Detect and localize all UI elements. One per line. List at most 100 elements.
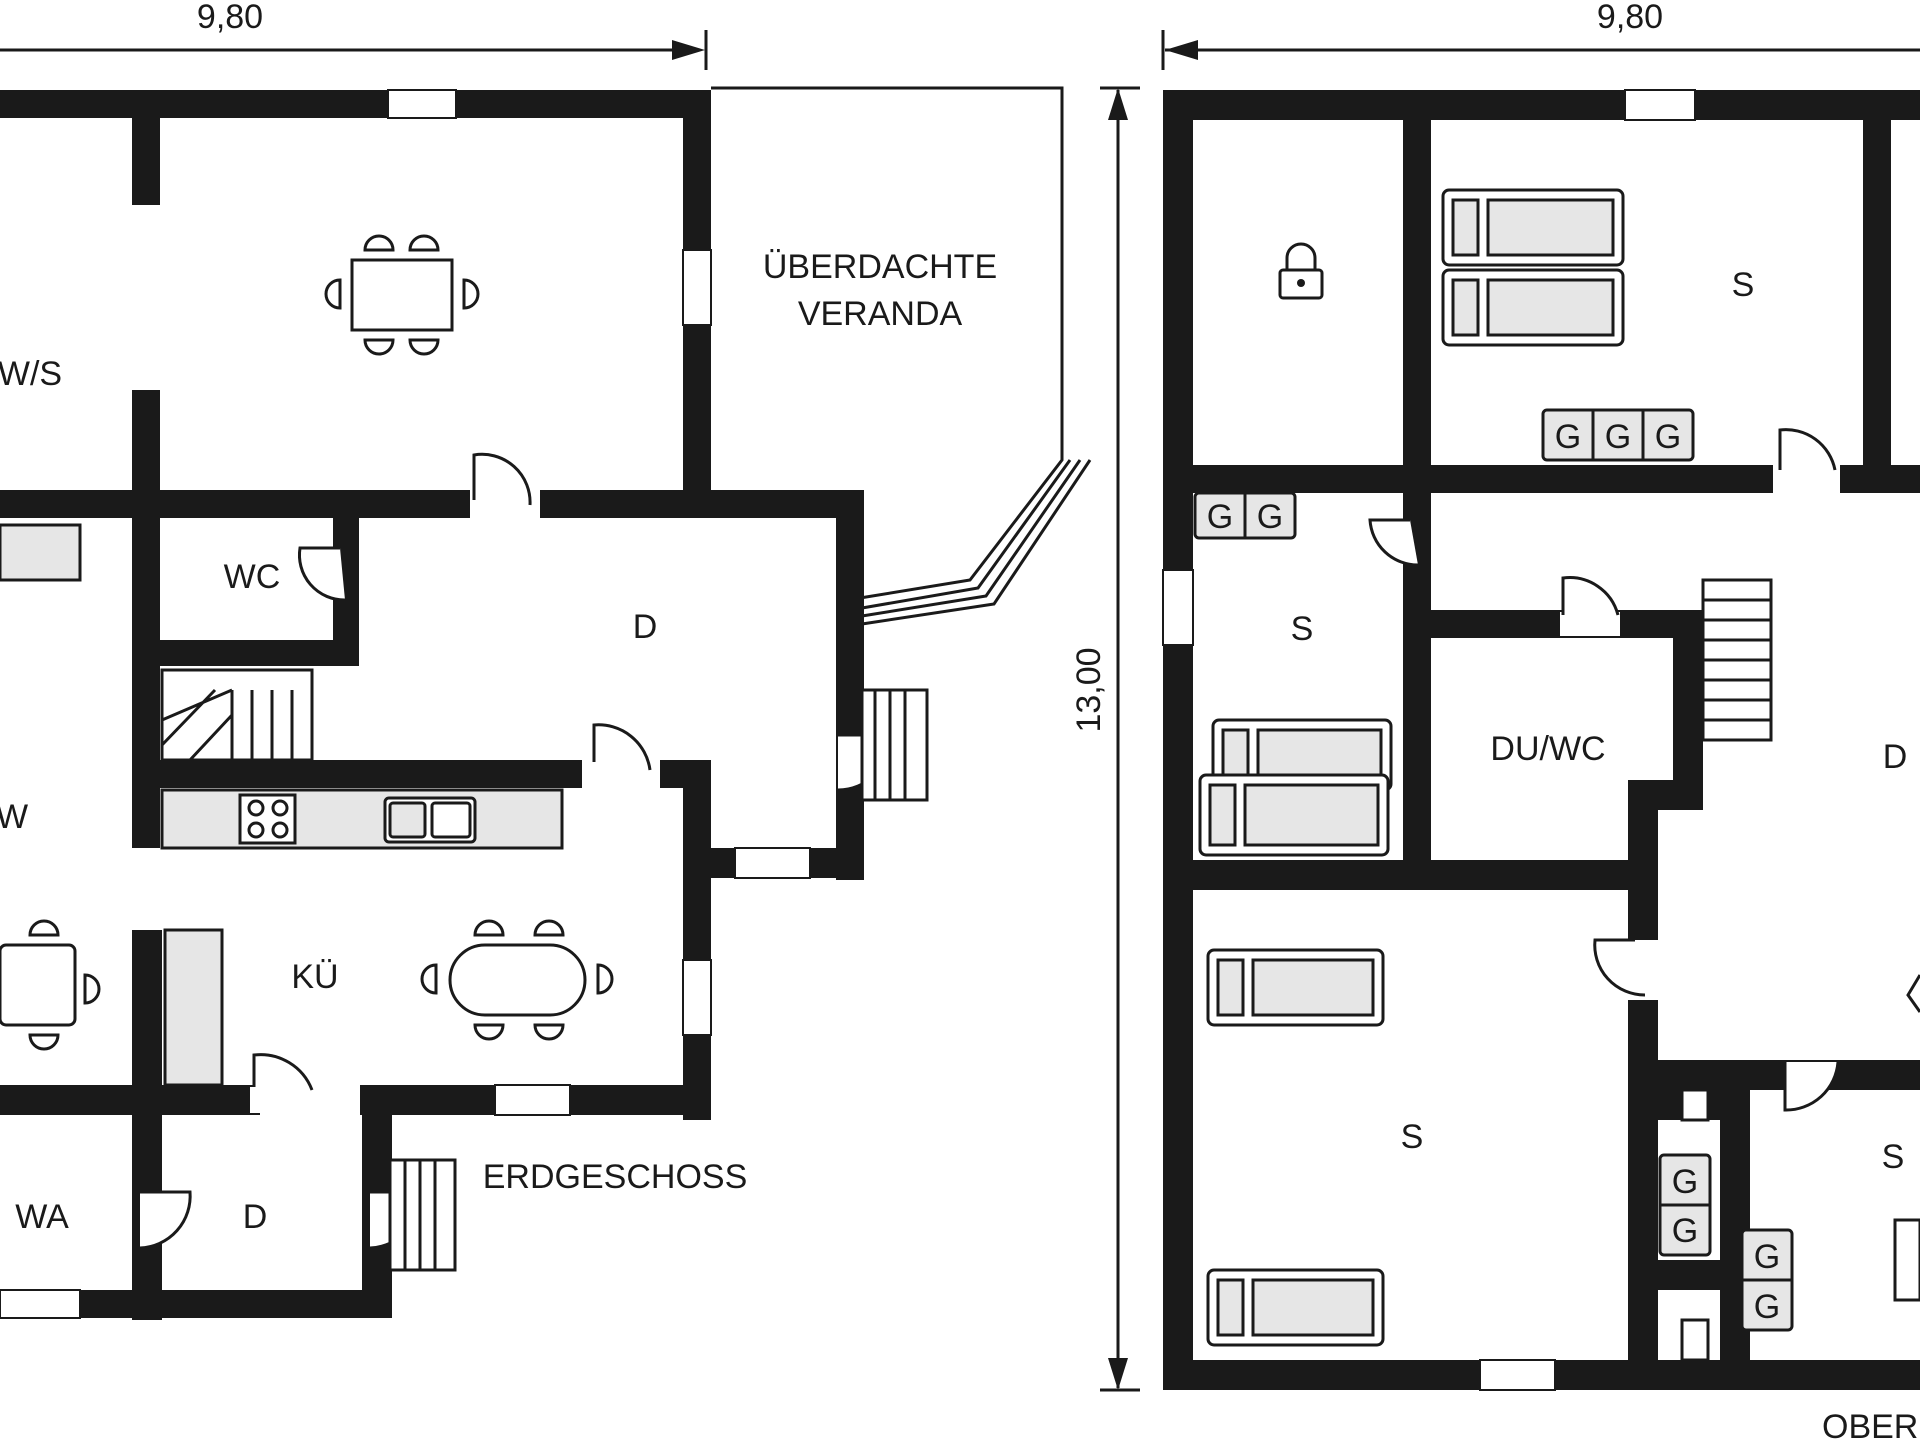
wardrobe-label: G	[1672, 1163, 1698, 1201]
room-label: ÜBERDACHTE	[763, 248, 997, 286]
bed	[1198, 773, 1390, 857]
wall	[660, 760, 710, 788]
wall	[132, 640, 359, 666]
wall	[1658, 1260, 1720, 1290]
floor-title: OBERGESCHOSS	[1822, 1408, 1920, 1440]
entry-steps	[860, 688, 929, 802]
dimension-label: 9,80	[197, 0, 263, 36]
wall	[1720, 1060, 1750, 1390]
bed	[1206, 948, 1385, 1027]
stove-icon	[238, 793, 297, 845]
window	[494, 1084, 571, 1116]
door	[1783, 1061, 1840, 1112]
wall	[1163, 465, 1773, 493]
wardrobe-label: G	[1605, 418, 1631, 456]
wall	[1403, 610, 1703, 638]
door	[1368, 518, 1419, 567]
wall	[0, 90, 710, 118]
sofa	[0, 523, 82, 582]
wardrobe-group: G G	[1193, 491, 1297, 540]
wardrobe-label: G	[1257, 498, 1283, 536]
chair	[1906, 974, 1920, 1013]
wall	[683, 490, 863, 518]
wall	[1863, 90, 1891, 490]
door	[1593, 938, 1646, 997]
wardrobe-label: G	[1655, 418, 1681, 456]
dining-table	[324, 234, 480, 356]
wall	[1163, 90, 1920, 120]
dimension-label: 13,00	[1070, 647, 1108, 732]
wall	[540, 490, 710, 518]
wall	[0, 1085, 162, 1115]
kitchen-table	[420, 919, 614, 1041]
window	[682, 959, 712, 1036]
wall	[132, 105, 160, 205]
entry-steps	[388, 1158, 457, 1272]
room-label: WA	[15, 1198, 69, 1236]
room-label: S	[1882, 1138, 1905, 1176]
wardrobe-group: G G	[1740, 1228, 1794, 1332]
room-label: D	[633, 608, 658, 646]
bed	[1211, 718, 1393, 792]
room-label: D	[243, 1198, 268, 1236]
wardrobe-group: G G	[1658, 1153, 1712, 1257]
wall	[683, 760, 711, 1120]
door	[139, 1190, 192, 1250]
window	[387, 89, 457, 119]
room-label: DU/WC	[1490, 730, 1605, 768]
dimension-upper-depth: 13,00	[1070, 86, 1140, 1392]
wall	[1628, 1060, 1920, 1090]
dimension-label: 9,80	[1597, 0, 1663, 36]
room-label: S	[1732, 266, 1755, 304]
bed	[1441, 268, 1625, 347]
wardrobe-label: G	[1754, 1238, 1780, 1276]
window	[682, 249, 712, 326]
door	[472, 452, 536, 516]
room-label: W/S	[0, 355, 62, 393]
door	[1775, 428, 1837, 491]
wall	[1163, 860, 1658, 890]
window	[1479, 1359, 1556, 1391]
room-label: KÜ	[291, 958, 338, 996]
room-label: D	[1883, 738, 1908, 776]
bed	[1893, 1218, 1920, 1302]
door	[250, 1053, 318, 1113]
lock-icon	[1278, 242, 1324, 300]
floor-title: ERDGESCHOSS	[483, 1158, 748, 1196]
stairs-icon	[160, 668, 314, 762]
wall	[1673, 610, 1703, 790]
wall	[80, 1290, 392, 1318]
upper-floor: G G G G G G G G G S S DU/WC D S S	[1162, 89, 1920, 1440]
ground-floor: W/S ÜBERDACHTE VERANDA WC D W KÜ WA D ER…	[0, 86, 1092, 1320]
room-label: W	[0, 798, 28, 836]
window	[734, 847, 811, 879]
room-label: S	[1401, 1118, 1424, 1156]
bed	[1441, 188, 1625, 267]
wardrobe-group: G G G	[1541, 408, 1695, 462]
veranda-outline	[711, 86, 1064, 600]
wall	[132, 760, 582, 788]
door	[297, 546, 346, 602]
door	[1560, 576, 1620, 636]
window	[1162, 569, 1194, 646]
window	[1624, 89, 1696, 121]
wardrobe-label: G	[1754, 1288, 1780, 1326]
stairs-icon	[1701, 578, 1773, 742]
wall	[0, 490, 470, 518]
living-table	[0, 919, 101, 1051]
room-label: S	[1291, 610, 1314, 648]
wall	[836, 490, 864, 880]
sink-icon	[383, 796, 477, 844]
wall	[132, 930, 162, 1320]
cabinet	[163, 928, 224, 1087]
wall	[1163, 90, 1193, 1390]
wall	[1628, 1000, 1658, 1390]
room-label: VERANDA	[798, 295, 963, 333]
wardrobe-label: G	[1207, 498, 1233, 536]
dimension-ground-width: 9,80	[0, 0, 708, 70]
door	[590, 723, 658, 786]
bed	[1206, 1268, 1385, 1347]
window	[0, 1289, 81, 1319]
wardrobe-label: G	[1555, 418, 1581, 456]
